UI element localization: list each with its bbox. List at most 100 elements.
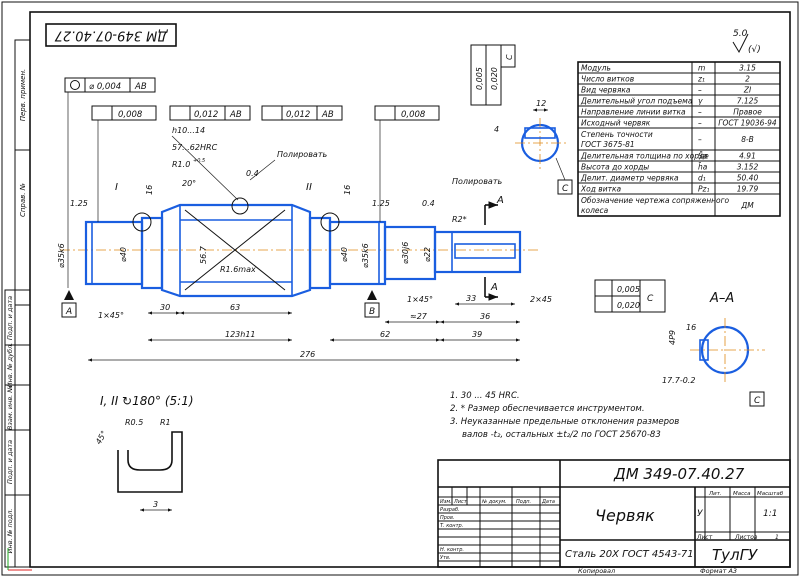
section-AA: A–A 0,005 0,020 C 16 4P9 17.7-0.2 C: [594, 279, 765, 407]
param-name-7: Делительная толщина по хорде: [580, 152, 709, 161]
tol-r2-base: AB: [229, 110, 242, 120]
label-r2: R2*: [452, 215, 467, 224]
param-sym-4: –: [698, 108, 702, 117]
keyway-width: 12: [536, 99, 546, 108]
side-label-podp2: Подп. и дата: [6, 440, 14, 484]
keyway-view: 12 4 C: [494, 99, 573, 195]
datum-A: A: [65, 307, 72, 317]
param-sym-7: S̄a: [698, 151, 708, 160]
tol-kw2: 0,020: [490, 67, 499, 90]
param-val-1: 2: [745, 75, 750, 84]
dim-39: 39: [472, 330, 482, 339]
param-val-9: 50.40: [737, 174, 759, 183]
param-name-4: Направление линии витка: [581, 108, 686, 117]
tb-row-razrab: Разраб.: [440, 507, 460, 513]
title-block: Изм. Лист № докум. Подп. Дата Разраб. Пр…: [437, 459, 791, 575]
section-depth: 17.7-0.2: [662, 376, 695, 385]
label-polish2: Полировать: [452, 177, 502, 186]
detail-angle: 45°: [94, 429, 109, 446]
tb-row-nkontr: Н. контр.: [440, 547, 464, 553]
param-val-5: ГОСТ 19036-94: [718, 119, 777, 128]
label-v04a: 0.4: [246, 169, 259, 178]
section-tol-2: 0,020: [617, 301, 640, 310]
param-sym-2: –: [698, 86, 702, 95]
doc-number-rotated: ДМ 349-07.40.27: [54, 28, 169, 43]
label-r10sup: +0.5: [193, 158, 205, 164]
tb-lit-val: У: [697, 509, 703, 519]
label-v125a: 1.25: [70, 199, 88, 208]
tol-kw-base: C: [505, 54, 514, 60]
tb-organization: ТулГУ: [712, 546, 758, 564]
label-r16: R1.6max: [220, 265, 256, 274]
param-name-0: Модуль: [581, 64, 611, 73]
tb-lit: Лит.: [708, 491, 722, 497]
param-name-5: Исходный червяк: [581, 119, 651, 128]
param-val-8: 3.152: [737, 163, 759, 172]
side-label-sprav: Справ. №: [19, 183, 27, 217]
axis-indicator-icon: [7, 548, 32, 571]
chamfer-3: 2×45: [530, 295, 552, 304]
tb-part-title: Червяк: [595, 506, 655, 525]
chamfer-2: 1×45°: [407, 295, 433, 304]
param-name-10: Ход витка: [580, 185, 621, 194]
param-sym-9: d₁: [698, 174, 706, 183]
tb-scale-val: 1:1: [763, 509, 777, 519]
tol-runout-main: ⌀ 0,004: [89, 82, 121, 92]
detail-II-circle: [320, 212, 340, 232]
label-d567: 56.7: [199, 245, 208, 264]
param-val-0: 3.15: [739, 64, 756, 73]
dimensions: 30 63 123h11 276 62 ≈27 36 39 33 1×45° 1…: [88, 294, 552, 362]
note-3: 3. Неуказанные предельные отклонения раз…: [450, 417, 679, 427]
tol-r4: 0,008: [401, 110, 426, 120]
label-d40a: ⌀40: [119, 247, 128, 262]
detail-I-circle: [132, 212, 152, 232]
label-h10: h10...14: [172, 126, 205, 135]
param-sym-1: z₁: [697, 75, 705, 84]
param-name-3: Делительный угол подъема: [580, 97, 693, 106]
param-sym-6: –: [698, 135, 702, 144]
tb-sheets: Листов: [734, 534, 758, 541]
coaxiality-icon: [70, 80, 80, 90]
tb-sheets-val: 1: [775, 534, 779, 541]
label-r10: R1.0: [172, 160, 190, 169]
param-val-3: 7.125: [737, 97, 759, 106]
tol-r3-base: AB: [321, 110, 334, 120]
label-v16a: 16: [145, 185, 154, 195]
tb-col-podp: Подп.: [516, 499, 531, 505]
datum-B-triangle: [367, 290, 377, 300]
datum-A-triangle: [64, 290, 74, 300]
param-sym-8: h̄a: [698, 162, 708, 171]
tb-doc-number: ДМ 349-07.40.27: [613, 465, 745, 483]
annotations: h10...14 57...62HRC R1.0 +0.5 20° Полиро…: [57, 126, 502, 274]
datum-A-box: [61, 302, 77, 318]
label-v04b: 0.4: [422, 199, 435, 208]
dim-276: 276: [300, 350, 315, 359]
section-tol-base: C: [647, 294, 654, 304]
doc-number-box: [45, 23, 177, 47]
label-d35k6b: ⌀35k6: [361, 243, 370, 268]
dim-36: 36: [480, 312, 490, 321]
label-hrc: 57...62HRC: [172, 143, 218, 152]
tol-r2: 0,012: [194, 110, 218, 120]
dim-30: 30: [160, 303, 170, 312]
side-label-podp1: Подп. и дата: [6, 296, 14, 340]
tb-mass: Масса: [733, 491, 751, 497]
label-ang20: 20°: [182, 179, 196, 188]
tb-row-tkontr: Т. контр.: [440, 523, 463, 529]
section-tol-1: 0,005: [617, 285, 640, 294]
keyway-depth: 4: [494, 125, 499, 134]
param-name-1: Число витков: [581, 75, 634, 84]
param-name-11-b: колеса: [581, 206, 609, 215]
label-d22: ⌀22: [423, 247, 432, 262]
tb-scale: Масштаб: [757, 491, 784, 497]
side-label-perv: Перв. примен.: [19, 69, 27, 122]
side-label-dubl: Инв. № дубл.: [6, 343, 14, 387]
param-val-7: 4.91: [739, 152, 756, 161]
param-name-11: Обозначение чертежа сопряженного: [581, 196, 730, 205]
roughness-general: (√): [748, 44, 761, 55]
tb-row-utv: Утв.: [440, 555, 451, 561]
note-2: 2. * Размер обеспечивается инструментом.: [450, 404, 645, 414]
